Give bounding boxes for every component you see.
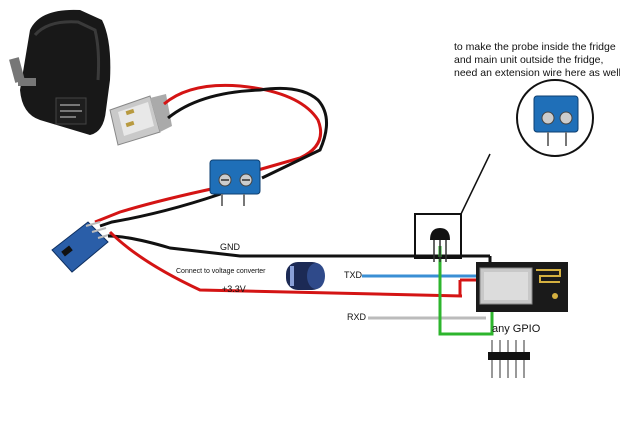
rxd-label: RXD (347, 312, 367, 322)
extension-wire-note: to make the probe inside the fridge and … (454, 41, 620, 79)
gpio-label: any GPIO (492, 323, 541, 335)
main-rails (362, 246, 494, 336)
converter-wires (107, 230, 463, 298)
power-wires (94, 83, 328, 228)
txd-label: TXD (344, 270, 363, 280)
power-adapter (9, 9, 111, 136)
converter-note: Connect to voltage converter (176, 268, 266, 275)
voltage-converter (51, 221, 113, 273)
vcc-label: +3.3V (222, 284, 246, 294)
sensor-enclosure (414, 153, 491, 259)
gnd-label: GND (220, 242, 241, 252)
capacitor (286, 262, 325, 290)
esp-module (476, 262, 568, 312)
zoom-callout (516, 79, 594, 157)
terminal-block (209, 159, 261, 206)
usb-plug (109, 94, 172, 146)
header-body (488, 352, 530, 360)
temp-sensor (430, 228, 450, 262)
pin-header (488, 340, 530, 378)
